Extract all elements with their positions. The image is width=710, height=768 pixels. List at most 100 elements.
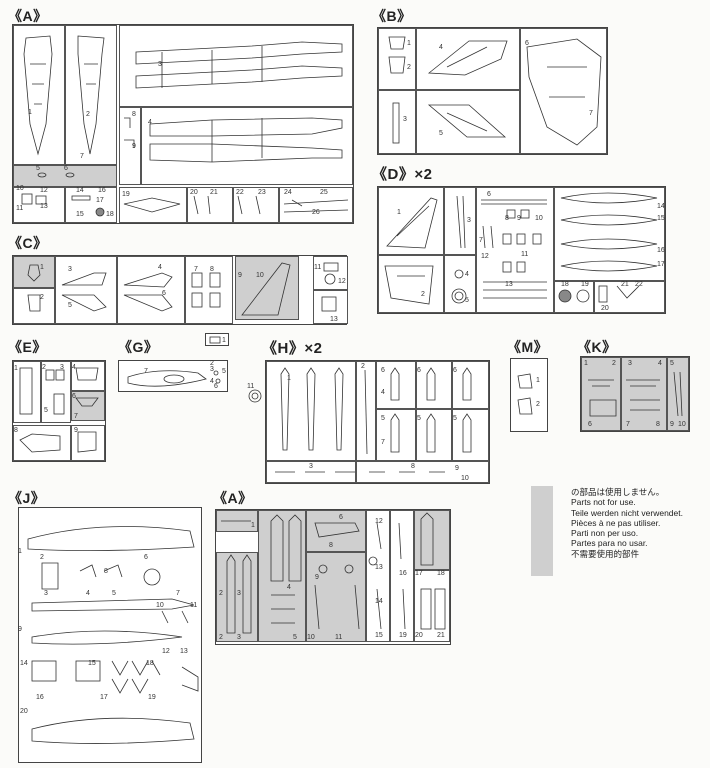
part-number: 5 — [465, 297, 469, 304]
a-cell-1 — [13, 25, 65, 165]
part-number: 6 — [64, 165, 68, 172]
part-number: 12 — [40, 187, 48, 194]
sprue-j-parts-drawing: 1 2 3 4 5 6 7 8 9 10 11 12 13 14 15 16 1… — [18, 526, 199, 744]
part-number: 14 — [20, 660, 28, 667]
b-cell-4 — [416, 28, 520, 90]
part-number: 15 — [76, 211, 84, 218]
part-number: 6 — [381, 367, 385, 374]
part-number: 9 — [455, 465, 459, 472]
part-number: 14 — [375, 598, 383, 605]
part-number: 13 — [330, 316, 338, 323]
legend-line-zh: 不需要使用的部件 — [571, 548, 640, 559]
e-cell-4 — [71, 361, 105, 391]
part-number: 26 — [312, 209, 320, 216]
part-number: 3 — [309, 463, 313, 470]
part-number: 2 — [86, 111, 90, 118]
legend-line-ja: の部品は使用しません。 — [571, 487, 665, 497]
c-cell-1 — [13, 256, 55, 288]
part-number: 11 — [16, 205, 23, 212]
part-number: 7 — [74, 413, 78, 420]
part-number: 2 — [40, 554, 44, 561]
part-number: 10 — [156, 602, 164, 609]
sprue-label-e: 《E》 — [8, 339, 47, 355]
b-cell-6-7 — [520, 28, 607, 154]
part-number: 2 — [219, 590, 223, 597]
sprue-g-frame — [118, 360, 228, 392]
part-number: 2 — [612, 360, 616, 367]
sprue-a2-parts-drawing: 1 2 3 2 3 4 5 6 8 9 10 11 12 13 14 15 16… — [219, 512, 446, 641]
part-number: 16 — [657, 247, 665, 254]
part-number: 19 — [399, 632, 407, 639]
part-number: 5 — [417, 415, 421, 422]
h-cell-4-6b — [416, 361, 452, 409]
part-number: 2 — [40, 294, 44, 301]
part-number: 13 — [375, 564, 383, 571]
c-cell-3-5 — [55, 256, 117, 324]
part-number: 8 — [505, 215, 509, 222]
legend-line-de: Teile werden nicht verwendet. — [571, 507, 683, 518]
part-number: 5 — [439, 130, 443, 137]
part-number: 3 — [68, 266, 72, 273]
h-cell-5-7b — [416, 409, 452, 461]
k-cell-1-6 — [581, 357, 621, 431]
a2-cell-17-18 — [414, 510, 450, 570]
a-cell-10-13 — [13, 187, 65, 223]
part-number: 5 — [453, 415, 457, 422]
c-cell-4-6 — [117, 256, 185, 324]
part-number: 4 — [465, 271, 469, 278]
part-number: 3 — [60, 364, 64, 371]
a2-cell-20-21 — [414, 570, 450, 642]
part-number: 17 — [100, 694, 108, 701]
sprue-label-k: 《K》 — [577, 339, 617, 355]
part-number: 22 — [635, 281, 643, 288]
part-number: 10 — [307, 634, 315, 641]
part-number: 11 — [190, 602, 197, 609]
part-number: 1 — [28, 109, 32, 116]
part-number: 6 — [417, 367, 421, 374]
part-number: 7 — [589, 110, 593, 117]
c-cell-13 — [313, 290, 348, 324]
sprue-label-b: 《B》 — [372, 8, 412, 24]
part-number: 3 — [403, 116, 407, 123]
part-number: 25 — [320, 189, 328, 196]
b-cell-1-2 — [378, 28, 416, 90]
part-number: 14 — [76, 187, 84, 194]
part-number: 1 — [536, 377, 540, 384]
part-number: 12 — [338, 278, 346, 285]
part-number: 4 — [210, 378, 214, 385]
part-number: 9 — [132, 143, 136, 150]
part-number: 17 — [657, 261, 665, 268]
part-number: 20 — [190, 189, 198, 196]
a-cell-19 — [119, 187, 187, 223]
c-cell-9-10 — [235, 256, 299, 320]
part-number: 2 — [219, 634, 223, 641]
part-number: 3 — [628, 360, 632, 367]
d-cell-4-5 — [444, 255, 476, 313]
a-cell-8-9 — [119, 107, 141, 185]
sprue-m-parts-drawing: 1 2 — [517, 373, 540, 415]
part-number: 11 — [521, 251, 528, 258]
part-number: 3 — [467, 217, 471, 224]
part-number: 1 — [222, 337, 226, 344]
part-number: 10 — [461, 475, 469, 482]
a-cell-3 — [119, 25, 353, 107]
sprue-c-parts-drawing: 1 2 3 5 4 6 7 8 9 10 11 12 13 — [27, 262, 346, 323]
sprue-b-parts-drawing: 1 2 3 4 5 6 7 — [388, 36, 602, 146]
part-number: 20 — [20, 708, 28, 715]
part-number: 5 — [44, 407, 48, 414]
part-number: 21 — [437, 632, 445, 639]
part-number: 4 — [658, 360, 662, 367]
part-number: 1 — [397, 209, 401, 216]
sprue-a-frame — [12, 24, 354, 224]
part-number: 8 — [210, 266, 214, 273]
part-number: 18 — [561, 281, 569, 288]
sprue-label-m: 《M》 — [507, 339, 549, 355]
part-number: 15 — [88, 660, 96, 667]
sprue-h-frame — [265, 360, 490, 484]
c-cell-2 — [13, 288, 55, 324]
part-number: 2 — [536, 401, 540, 408]
sprue-label-g: 《G》 — [118, 339, 159, 355]
part-number: 12 — [481, 253, 489, 260]
c-cell-7-8 — [185, 256, 233, 324]
part-number: 9 — [18, 626, 22, 633]
